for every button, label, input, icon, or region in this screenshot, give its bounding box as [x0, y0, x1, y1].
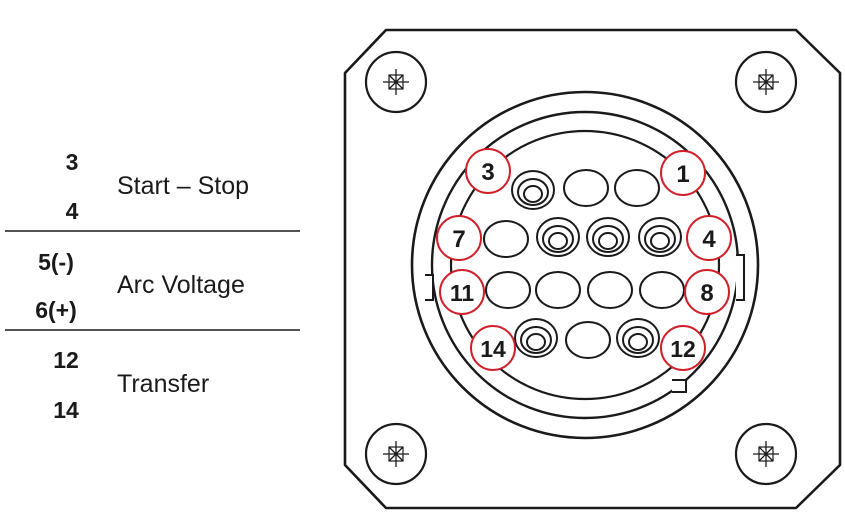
- pin-sockets: [483, 169, 685, 359]
- pinout-legend: 3 4 Start – Stop 5(-) 6(+) Arc Voltage 1…: [5, 149, 300, 423]
- pin-callout-label: 3: [481, 159, 494, 186]
- legend-group-label: Arc Voltage: [117, 271, 245, 299]
- connector-outer-ring: [410, 90, 760, 440]
- pin-callout-label: 12: [670, 336, 696, 362]
- legend-pin-number: 4: [66, 198, 79, 224]
- legend-pin-number: 3: [66, 149, 79, 175]
- legend-pin-number: 14: [53, 397, 79, 423]
- legend-group-label: Start – Stop: [117, 172, 249, 200]
- pin-socket: [565, 321, 611, 359]
- pin-callout-label: 11: [450, 280, 475, 306]
- pin-callouts: 3 1 7 4 11 8 1: [436, 148, 732, 371]
- screw-top-left: [364, 50, 428, 114]
- legend-group-label: Transfer: [117, 370, 209, 398]
- pin-socket: [483, 220, 529, 258]
- pin-callout-label: 7: [452, 226, 465, 253]
- pin-callout-label: 14: [480, 336, 506, 362]
- pin-socket: [639, 271, 685, 309]
- plus-screw-icon: [753, 441, 779, 467]
- pin-socket: [535, 271, 581, 309]
- legend-pin-number: 12: [53, 347, 79, 373]
- pin-socket-wired: [514, 318, 558, 358]
- plus-screw-icon: [753, 69, 779, 95]
- screw-bottom-right: [734, 422, 798, 486]
- pin-callout: 1: [660, 150, 706, 196]
- pin-socket: [614, 169, 660, 207]
- pin-socket-wired: [638, 217, 682, 257]
- connector-flange: [343, 28, 842, 510]
- pin-socket-wired: [536, 217, 580, 257]
- connector-keyway: [736, 254, 745, 301]
- pin-socket: [587, 271, 633, 309]
- pin-callout: 12: [660, 325, 706, 371]
- connector-inner-ring: [449, 129, 721, 401]
- legend-group-arc-voltage: 5(-) 6(+) Arc Voltage: [35, 249, 245, 323]
- legend-pin-number: 5(-): [38, 249, 74, 275]
- pin-callout-label: 8: [700, 280, 713, 307]
- pin-callout: 8: [684, 269, 730, 315]
- pin-callout: 4: [686, 215, 732, 261]
- pin-callout: 7: [436, 215, 482, 261]
- pin-callout-label: 4: [702, 226, 716, 253]
- legend-group-transfer: 12 14 Transfer: [53, 347, 209, 423]
- pin-callout: 11: [439, 269, 485, 315]
- pin-callout-label: 1: [676, 161, 689, 188]
- screw-bottom-left: [364, 422, 428, 486]
- pin-callout: 14: [470, 325, 516, 371]
- legend-group-start-stop: 3 4 Start – Stop: [66, 149, 249, 224]
- pin-socket: [485, 271, 531, 309]
- pin-socket-wired: [586, 217, 630, 257]
- pin-socket-wired: [511, 170, 555, 210]
- pin-socket-wired: [616, 318, 660, 358]
- connector-keyway: [672, 379, 687, 393]
- connector-keyway: [425, 274, 434, 301]
- plus-screw-icon: [383, 441, 409, 467]
- legend-pin-number: 6(+): [35, 297, 77, 323]
- connector: 3 1 7 4 11 8 1: [343, 28, 842, 510]
- pin-socket: [563, 169, 609, 207]
- plus-screw-icon: [383, 69, 409, 95]
- screw-top-right: [734, 50, 798, 114]
- pin-callout: 3: [465, 148, 511, 194]
